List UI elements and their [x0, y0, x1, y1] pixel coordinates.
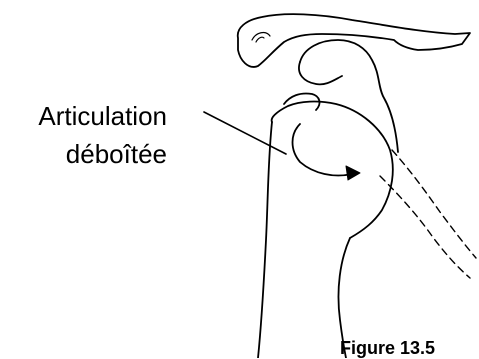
label-articulation: Articulation — [38, 101, 167, 131]
acromion-inner-mark — [252, 33, 270, 40]
label-deboitee: déboîtée — [66, 139, 167, 169]
acromion-outline — [238, 14, 470, 67]
humeral-head-outline — [272, 102, 393, 238]
scapula-edge-dashed — [392, 150, 476, 258]
humerus-shaft-left — [258, 122, 272, 358]
glenoid-outline — [299, 62, 342, 84]
dislocation-arrow-head — [346, 166, 360, 180]
dislocation-arrow-curve — [293, 124, 353, 176]
figure-caption: Figure 13.5 — [340, 337, 435, 359]
label-leader-line — [204, 112, 286, 154]
acromion-inner-mark — [256, 37, 264, 42]
